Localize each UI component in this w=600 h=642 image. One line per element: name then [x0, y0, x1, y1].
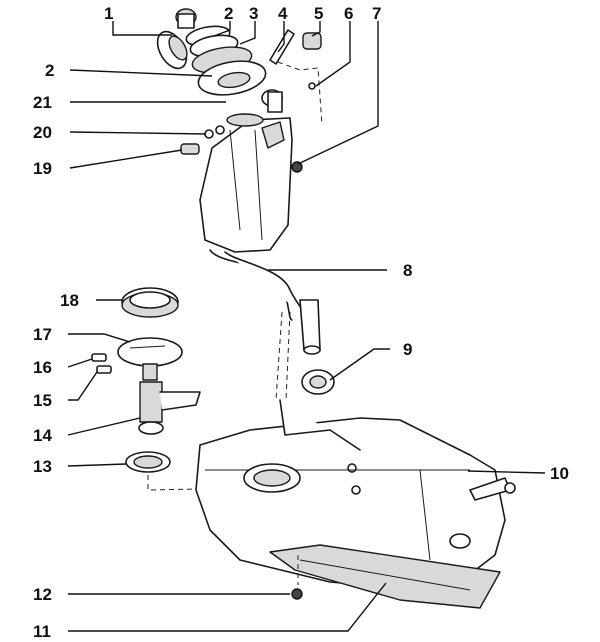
- callout-7: 7: [372, 4, 381, 23]
- fuel-pump-part: [138, 381, 201, 435]
- connector-parts: [91, 353, 112, 374]
- fuel-tank-part: [195, 399, 516, 589]
- callout-15: 15: [33, 391, 52, 410]
- locking-ring-part: [121, 287, 179, 318]
- callout-9: 9: [403, 340, 412, 359]
- callout-labels: 1 2 3 4 5 6 7 2 21 20 19 8 18 17 16 15 9…: [33, 4, 569, 641]
- callout-12: 12: [33, 585, 52, 604]
- callout-20: 20: [33, 123, 52, 142]
- callout-1: 1: [104, 4, 113, 23]
- hose-clip-parts: [180, 125, 303, 173]
- breather-hose-part: [209, 249, 321, 401]
- callout-21: 21: [33, 93, 52, 112]
- callout-16: 16: [33, 358, 52, 377]
- callout-13: 13: [33, 457, 52, 476]
- fuel-cap-part: [156, 8, 197, 70]
- callout-2-side: 2: [45, 61, 54, 80]
- callout-14: 14: [33, 426, 52, 445]
- heat-shield-part: [269, 544, 501, 609]
- sender-flange-part: [117, 337, 183, 381]
- callout-5: 5: [314, 4, 323, 23]
- callout-18: 18: [60, 291, 79, 310]
- tank-seal-part: [125, 451, 251, 491]
- callout-17: 17: [33, 325, 52, 344]
- callout-2-top: 2: [224, 4, 233, 23]
- filler-neck-seals: [185, 25, 267, 96]
- callout-11: 11: [33, 622, 51, 641]
- callout-19: 19: [33, 159, 52, 178]
- filler-pipe-part: [199, 89, 293, 253]
- callout-6: 6: [344, 4, 353, 23]
- callout-8: 8: [403, 261, 412, 280]
- callout-10: 10: [550, 464, 569, 483]
- leader-lines: [67, 21, 546, 632]
- callout-3: 3: [249, 4, 258, 23]
- grommet-part: [301, 369, 335, 395]
- callout-4: 4: [278, 4, 288, 23]
